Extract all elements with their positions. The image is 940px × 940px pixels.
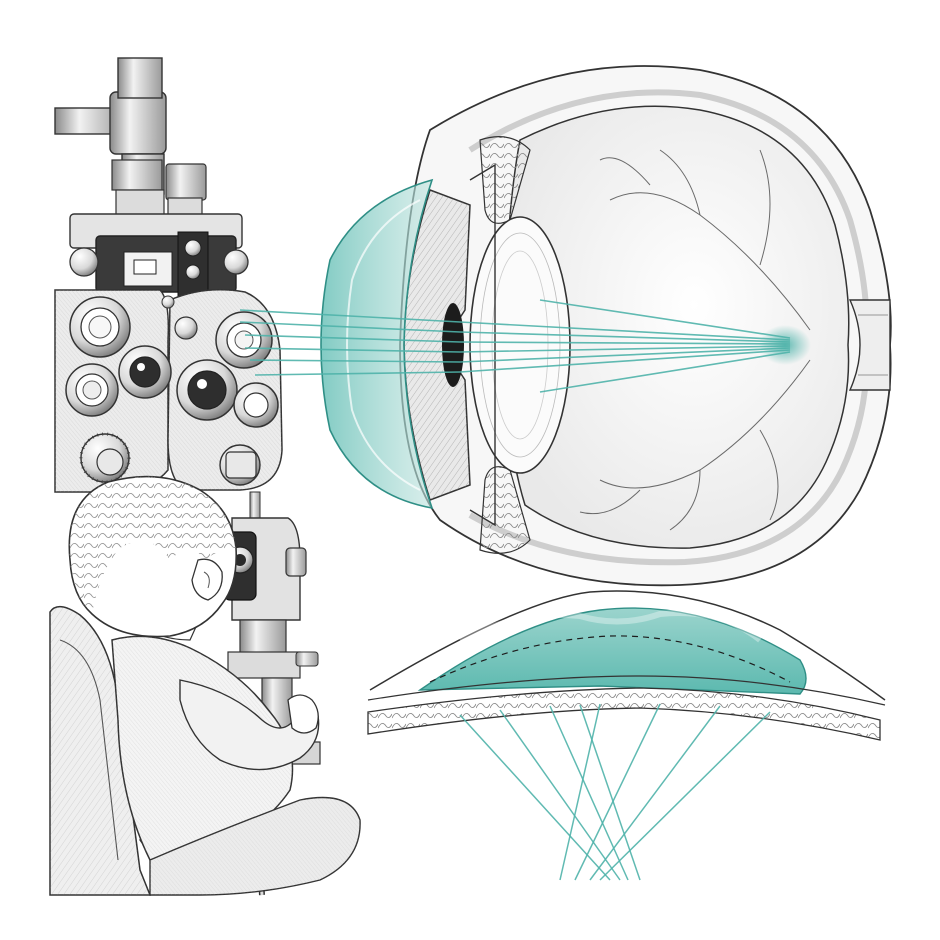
corneal-stroma: [417, 607, 807, 695]
child-hand: [287, 694, 319, 734]
phoropter-lens-icon: [176, 359, 238, 421]
phoropter-lens-icon: [118, 345, 172, 399]
child-ear: [191, 558, 223, 601]
endothelium-layer: [367, 687, 881, 741]
phoropter-lens-icon: [233, 382, 279, 428]
top-knob: [165, 163, 207, 201]
lens-dial-icon: [219, 444, 261, 486]
side-knob-right: [223, 249, 249, 275]
light-rays: [239, 299, 791, 393]
crystalline-lens: [469, 216, 571, 474]
child-hair: [69, 476, 236, 614]
top-post: [117, 57, 163, 99]
optic-nerve: [848, 299, 891, 391]
phoropter-lens-icon: [69, 296, 131, 358]
cornea: [320, 178, 434, 510]
child-patient: [68, 475, 361, 896]
lens-dial-icon: [79, 432, 131, 484]
reference-curve: [429, 635, 791, 683]
readout-window: [133, 259, 157, 275]
pupil: [442, 303, 464, 387]
refracted-rays: [459, 703, 771, 881]
side-knob-left: [69, 247, 99, 277]
phoropter: [54, 57, 283, 493]
eye-cross-section: [239, 65, 892, 587]
cornea-magnified: [367, 590, 886, 881]
retinal-vessels: [579, 149, 811, 531]
arm-joint: [109, 91, 167, 155]
focal-point: [759, 325, 811, 365]
phoropter-lens-icon: [65, 363, 119, 417]
